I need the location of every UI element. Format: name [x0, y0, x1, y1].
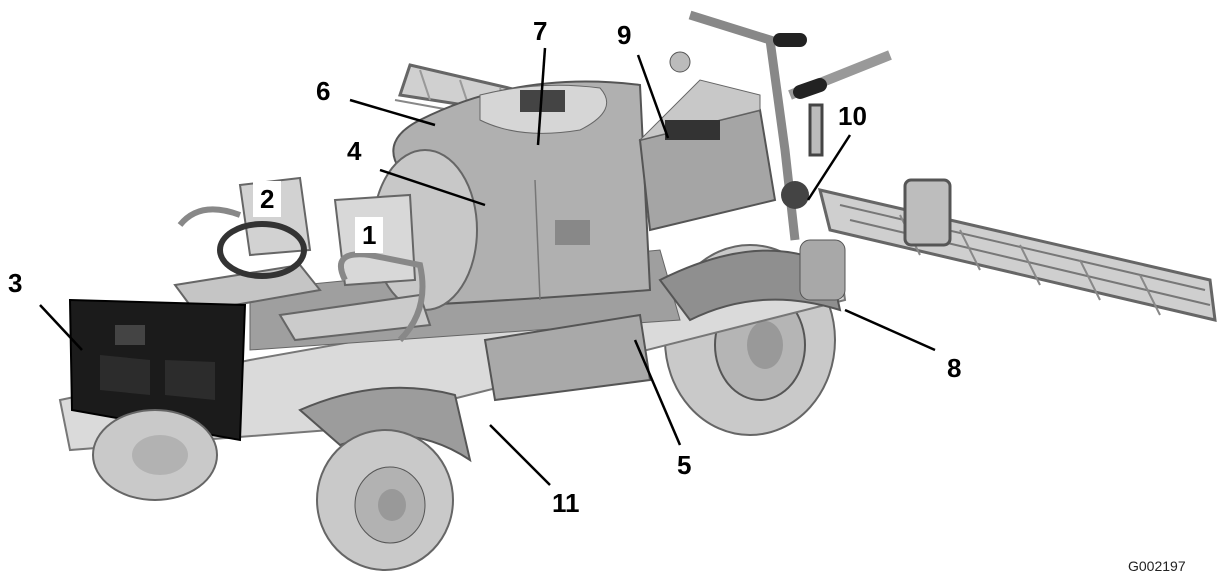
front-panel — [68, 298, 247, 442]
right-spray-boom — [817, 178, 1217, 322]
callout-8: 8 — [947, 353, 962, 383]
leader-line-10 — [806, 134, 852, 201]
leader-line-6 — [349, 98, 436, 127]
callout-10: 10 — [838, 101, 867, 131]
leader-line-5 — [633, 339, 682, 446]
front-left-wheel — [92, 409, 218, 501]
pump-assembly — [781, 181, 846, 301]
leader-line-4 — [379, 168, 486, 207]
leader-line-9 — [636, 54, 670, 139]
rinse-tank — [638, 51, 777, 232]
steering-wheel — [217, 221, 307, 279]
callout-3: 3 — [8, 268, 23, 298]
leader-lines — [39, 47, 936, 486]
callout-4: 4 — [347, 136, 362, 166]
leader-line-11 — [489, 424, 551, 486]
callout-2: 2 — [253, 181, 282, 217]
callout-5: 5 — [677, 450, 692, 480]
callout-1: 1 — [355, 217, 384, 253]
leader-line-7 — [536, 47, 547, 146]
figure-id-label: G002197 — [1128, 558, 1186, 574]
callout-11: 11 — [552, 488, 580, 518]
callout-6: 6 — [316, 76, 331, 106]
leader-line-8 — [844, 308, 936, 352]
front-wheel — [316, 429, 454, 571]
callout-9: 9 — [617, 20, 632, 50]
leader-line-3 — [39, 304, 83, 351]
storage-box — [483, 313, 652, 402]
callout-7: 7 — [533, 16, 548, 46]
